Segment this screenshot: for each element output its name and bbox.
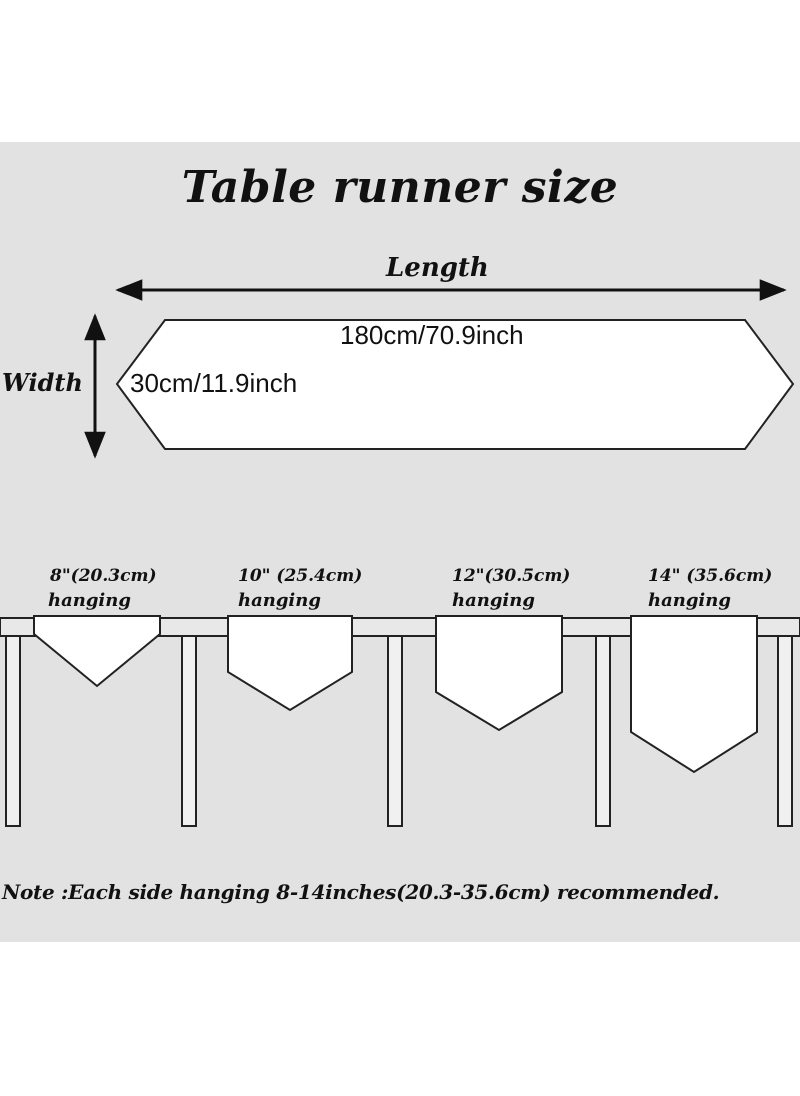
hanging-label-8: hanging — [48, 590, 131, 611]
length-value: 180cm/70.9inch — [340, 320, 524, 350]
runner-hang-14in — [630, 615, 758, 774]
hanging-label-14: hanging — [648, 590, 731, 611]
hanging-size-10: 10" (25.4cm) — [238, 566, 363, 586]
table-leg — [595, 635, 611, 827]
width-label: Width — [2, 368, 83, 397]
runner-hang-8in — [33, 615, 161, 688]
table-leg — [777, 635, 793, 827]
hanging-size-12: 12"(30.5cm) — [452, 566, 571, 586]
hanging-size-14: 14" (35.6cm) — [648, 566, 773, 586]
runner-hang-12in — [435, 615, 563, 732]
table-leg — [181, 635, 197, 827]
page-title: Table runner size — [181, 162, 619, 213]
hanging-label-10: hanging — [238, 590, 321, 611]
table-leg — [387, 635, 403, 827]
length-label: Length — [386, 253, 489, 283]
runner-top-view — [115, 319, 795, 450]
hanging-label-12: hanging — [452, 590, 535, 611]
table-leg — [5, 635, 21, 827]
runner-hang-10in — [227, 615, 353, 712]
width-value: 30cm/11.9inch — [130, 368, 298, 398]
recommendation-note: Note :Each side hanging 8-14inches(20.3-… — [2, 880, 720, 904]
hanging-size-8: 8"(20.3cm) — [50, 566, 157, 586]
